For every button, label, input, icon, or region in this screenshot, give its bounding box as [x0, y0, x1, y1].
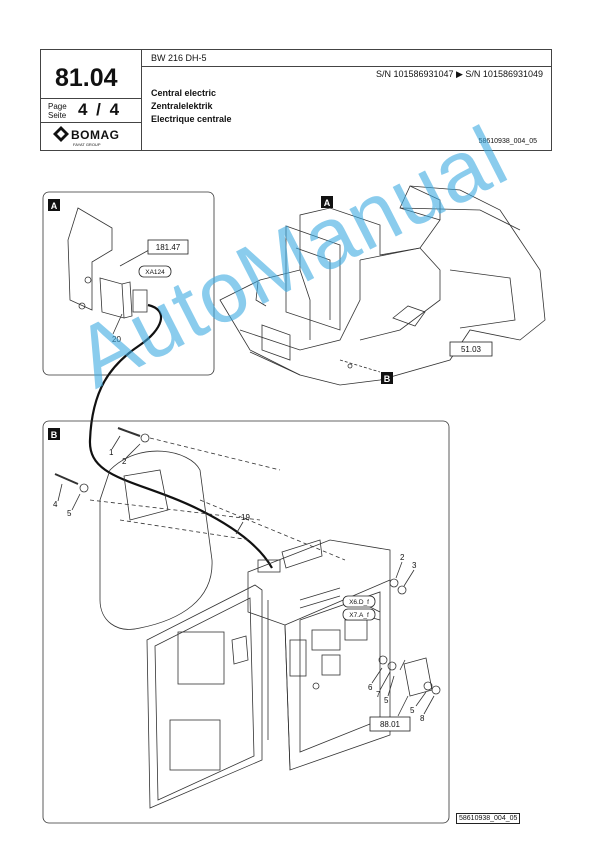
cable [88, 303, 273, 569]
view-a-letter-frame: A [324, 198, 331, 208]
title-block: 81.04 Page Seite 4 / 4 BOMAG FAYAT GROUP… [40, 49, 552, 151]
view-b-letter: B [51, 430, 58, 440]
page-label: Page Seite [48, 102, 67, 120]
view-a-marker [48, 199, 60, 211]
part-8: 8 [420, 714, 425, 723]
ref-51-03: 51.03 [461, 345, 482, 354]
page-label-de: Page [48, 102, 67, 111]
logo-text: BOMAG [71, 128, 120, 142]
view-a-marker-frame [321, 196, 333, 208]
door [146, 584, 263, 809]
part-4: 4 [53, 500, 58, 509]
section-number: 81.04 [55, 64, 118, 92]
bracket [67, 207, 113, 311]
part-1: 1 [109, 448, 114, 457]
main-box [247, 539, 391, 771]
divider [41, 122, 141, 123]
document-number: 58610938_004_05 [478, 138, 537, 145]
page-label-en: Seite [48, 111, 67, 120]
divider [141, 50, 142, 150]
part-7: 7 [376, 690, 381, 699]
model-name: BW 216 DH-5 [151, 53, 207, 63]
conn-label-xa124 [138, 265, 172, 278]
divider [41, 98, 141, 99]
detail-b-frame [42, 420, 450, 824]
conn-x6: X6.D_f [349, 599, 369, 606]
conn-label-x6 [342, 595, 376, 608]
ref-box-51-03 [449, 341, 493, 357]
view-a-letter: A [51, 201, 58, 211]
part-20: 20 [112, 335, 121, 344]
view-markers: A A B B [48, 196, 393, 440]
drawing-id: 58610938_004_05 [456, 813, 521, 824]
part-5b: 5 [384, 696, 389, 705]
ref-box-181-47 [147, 239, 189, 255]
serial-range: S/N 101586931047 ▶ S/N 101586931049 [375, 69, 543, 79]
page-number: 4 / 4 [78, 100, 122, 119]
connector-xa124 [132, 289, 148, 313]
part-5c: 5 [410, 706, 415, 715]
conn-label-x7 [342, 608, 376, 621]
view-b-marker [48, 428, 60, 440]
part-19: 19 [241, 513, 250, 522]
title-de: Zentralelektrik [151, 101, 213, 111]
part-2: 2 [122, 457, 127, 466]
bomag-logo-icon [53, 126, 69, 142]
conn-xa124: XA124 [145, 269, 165, 276]
view-b-marker-frame [381, 372, 393, 384]
title-en: Central electric [151, 88, 217, 98]
title-fr: Electrique centrale [151, 114, 232, 124]
ref-181-47: 181.47 [156, 243, 181, 252]
part-2b: 2 [400, 553, 405, 562]
divider [141, 66, 551, 67]
part-6: 6 [368, 683, 373, 692]
logo-subtext: FAYAT GROUP [73, 142, 101, 147]
ref-88-01: 88.01 [380, 720, 401, 729]
detail-a-frame [42, 191, 215, 376]
part-3: 3 [412, 561, 417, 570]
conn-x7: X7.A_f [349, 612, 369, 619]
part-5: 5 [67, 509, 72, 518]
view-b-letter-frame: B [384, 374, 391, 384]
cover [99, 450, 213, 630]
ref-box-88-01 [369, 716, 411, 732]
